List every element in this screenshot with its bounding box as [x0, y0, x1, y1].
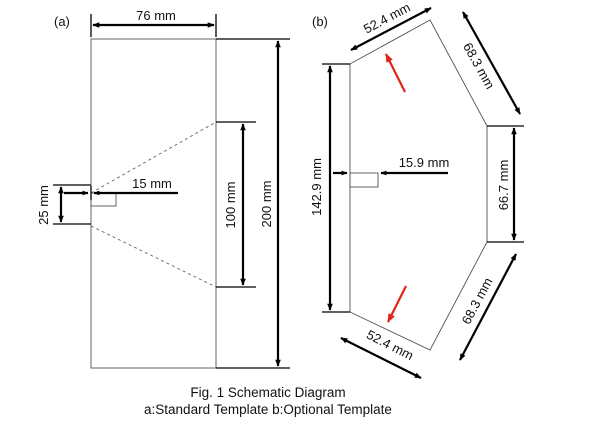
standard-template-outline	[90, 38, 217, 369]
red-arrow-lower-icon	[387, 285, 407, 323]
upper-right-edge-dimension-arrow	[462, 11, 521, 115]
panel-b-label: (b)	[312, 14, 328, 29]
bottom-left-edge-dimension-label: 52.4 mm	[364, 327, 416, 363]
panel-a-notch	[90, 192, 117, 207]
inner-span-dimension-label: 100 mm	[223, 182, 238, 229]
red-arrow-upper-icon	[385, 53, 406, 93]
notch-height-dimension-label: 25 mm	[36, 185, 51, 225]
bottom-left-edge-dimension-arrow	[340, 337, 422, 379]
figure-caption-title: Fig. 1 Schematic Diagram	[190, 385, 345, 400]
left-edge-dimension-label: 142.9 mm	[309, 158, 324, 216]
notch-width-dimension-label: 15 mm	[132, 176, 172, 191]
lower-right-edge-dimension-label: 68.3 mm	[459, 275, 496, 327]
figure-caption-subtitle: a:Standard Template b:Optional Template	[144, 402, 392, 417]
lower-right-edge-dimension-arrow	[459, 253, 517, 361]
height-dimension-label: 200 mm	[259, 181, 274, 228]
top-left-edge-dimension-arrow	[350, 7, 432, 51]
projection-line-lower	[90, 225, 217, 288]
panel-a: (a) 76 mm 200 mm 100 mm 25 mm 15 mm	[36, 8, 290, 369]
panel-a-label: (a)	[54, 14, 70, 29]
panel-b-notch	[349, 172, 379, 188]
width-dimension-label: 76 mm	[136, 8, 176, 23]
optional-template-outline	[349, 19, 488, 351]
panel-b: (b) 52.4 mm 68.3 mm 66.7 mm 68.3 mm 52.4…	[309, 0, 524, 379]
notch-width-dimension-label: 15.9 mm	[399, 155, 450, 170]
right-edge-dimension-label: 66.7 mm	[496, 160, 511, 211]
